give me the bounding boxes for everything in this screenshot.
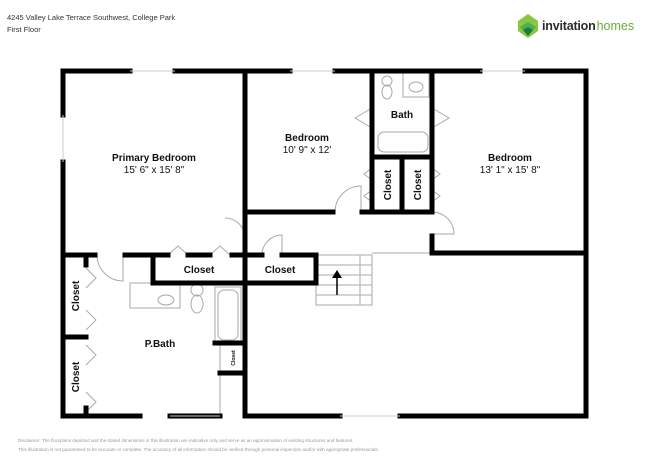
room-label-closet: Closet <box>265 265 296 276</box>
room-dims-bedroom-2: 10' 9" x 12' <box>283 145 332 156</box>
room-label-pbath: P.Bath <box>145 339 175 350</box>
disclaimer-line-1: Disclaimer: The floorplans depicted and … <box>18 438 354 443</box>
room-label-closet: Closet <box>184 265 215 276</box>
thin-lines <box>85 72 455 416</box>
room-label-bedroom-2: Bedroom <box>285 133 329 144</box>
room-label-primary-bedroom: Primary Bedroom <box>112 153 196 164</box>
room-label-bedroom-3: Bedroom <box>488 153 532 164</box>
room-dims-primary-bedroom: 15' 6" x 15' 8" <box>124 165 185 176</box>
window-gaps <box>62 70 525 417</box>
room-label-closet: Closet <box>71 361 82 392</box>
logo-text-homes: homes <box>596 19 635 33</box>
floor-label: First Floor <box>7 25 41 34</box>
room-label-closet: Closet <box>413 169 424 200</box>
room-label-closet: Closet <box>383 169 394 200</box>
disclaimer-line-2: This illustration is not guaranteed to b… <box>18 447 379 452</box>
room-label-closet: Closet <box>231 350 237 366</box>
room-label-bath: Bath <box>391 110 413 121</box>
room-dims-bedroom-3: 13' 1" x 15' 8" <box>480 165 541 176</box>
room-label-closet: Closet <box>71 280 82 311</box>
stairs-arrow-icon <box>332 270 342 295</box>
logo-text-invitation: invitation <box>542 19 596 33</box>
walls <box>60 68 589 419</box>
logo-mark-icon <box>518 14 538 38</box>
address: 4245 Valley Lake Terrace Southwest, Coll… <box>7 13 176 22</box>
